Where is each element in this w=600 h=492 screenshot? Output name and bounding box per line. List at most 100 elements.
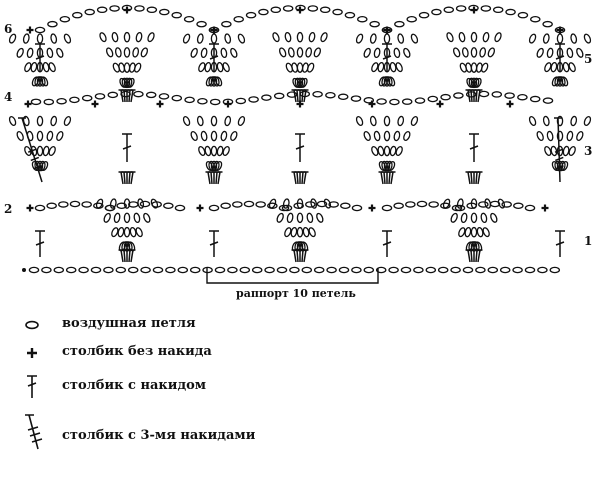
chain-stitch [222, 146, 230, 156]
chain-stitch [210, 130, 218, 142]
chain-stitch [394, 20, 405, 28]
legend-item-double-crochet: столбик с накидом [0, 375, 600, 406]
chain-stitch [388, 266, 399, 274]
chain-stitch [542, 97, 554, 104]
chain-stitch [452, 47, 461, 58]
chain-stitch [42, 145, 50, 157]
chain-stitch [562, 61, 570, 73]
chain-stitch [125, 77, 133, 89]
legend: воздушная петля столбик без накида столб… [0, 300, 600, 492]
stitch-cluster [217, 171, 223, 185]
single-crochet [506, 100, 514, 108]
chain-stitch [474, 77, 482, 88]
chain-stitch [489, 200, 501, 208]
legend-label-double-crochet: столбик с накидом [62, 378, 207, 393]
chain-stitch [235, 97, 247, 105]
chain-stitch [147, 32, 155, 43]
chain-stitch [24, 62, 32, 73]
chain-stitch [490, 212, 498, 223]
chain-stitch [224, 33, 232, 44]
chain-stitch [566, 47, 574, 59]
triple-treble-crochet [554, 117, 564, 183]
chain-stitch [72, 11, 83, 19]
chain-stitch [550, 61, 558, 73]
chain-stitch [406, 15, 417, 23]
chain-stitch [371, 146, 379, 156]
chain-stitch [305, 201, 316, 208]
chain-stitch [556, 33, 564, 44]
stitch-cluster [130, 249, 136, 263]
single-crochet-icon [27, 348, 37, 358]
chain-stitch [456, 198, 464, 209]
chain-stitch [197, 97, 208, 105]
chain-stitch [270, 6, 282, 14]
chain-stitch [81, 94, 93, 102]
chain-stitch [298, 77, 306, 89]
chain-stitch [524, 204, 536, 212]
chain-stitch [479, 47, 487, 58]
chain-stitch [395, 146, 403, 156]
chain-stitch [177, 266, 189, 274]
chain-stitch [351, 266, 362, 274]
chain-stitch [210, 115, 218, 127]
chain-stitch [305, 47, 313, 58]
single-crochet [26, 26, 34, 34]
chain-stitch [443, 6, 455, 14]
chain-stitch [222, 62, 230, 73]
chain-stitch [455, 5, 467, 12]
chain-stitch [239, 266, 251, 274]
chain-stitch [558, 76, 566, 87]
chain-stitch [470, 212, 478, 224]
chain-stitch [58, 201, 69, 208]
chain-stitch [583, 33, 592, 44]
chain-stitch [159, 8, 170, 16]
chain-stitch [133, 212, 141, 224]
chain-stitch [537, 266, 548, 274]
chain-stitch [460, 212, 468, 224]
chain-stitch [494, 32, 502, 43]
stitch-cluster [303, 89, 309, 103]
stitch-cluster [378, 171, 384, 185]
chain-stitch [227, 266, 238, 274]
chain-stitch [517, 11, 529, 19]
stitch-cluster [291, 171, 297, 185]
chain-stitch [196, 33, 204, 44]
chain-stitch [287, 47, 295, 58]
chain-stitch [529, 95, 541, 103]
chain-stitch [393, 130, 401, 142]
chain-stitch [344, 11, 356, 19]
chain-stitch [261, 94, 272, 101]
chain-stitch [560, 76, 569, 87]
chain-stitch [376, 98, 387, 105]
chain-stitch [174, 204, 186, 212]
chain-stitch [355, 116, 364, 126]
chain-stitch [107, 91, 119, 99]
double-crochet [382, 43, 392, 72]
chain-stitch [363, 131, 371, 141]
chain-stitch [105, 47, 114, 58]
stitch-cluster [477, 89, 483, 103]
chain-stitch [462, 266, 474, 274]
chain-stitch [470, 47, 478, 58]
stitch-cluster [118, 249, 124, 263]
chain-stitch [264, 266, 275, 274]
chain-stitch [8, 116, 17, 126]
chain-stitch [272, 32, 280, 43]
chain-stitch [307, 5, 319, 12]
stitch-cluster [205, 171, 211, 185]
chain-stitch [48, 62, 56, 73]
chain-stitch [140, 266, 151, 274]
chain-stitch [377, 145, 385, 157]
chain-stitch [36, 33, 44, 44]
chain-stitch [133, 90, 144, 98]
double-crochet [209, 230, 219, 257]
chain-stitch [94, 93, 106, 100]
chain-stitch [381, 204, 393, 212]
single-crochet [91, 100, 99, 108]
chain-stitch [40, 76, 49, 87]
chain-stitch [69, 96, 80, 104]
chain-stitch [562, 145, 570, 157]
row-number-1: 1 [584, 234, 593, 248]
chain-stitch [416, 200, 428, 208]
chain-stitch [389, 98, 400, 106]
